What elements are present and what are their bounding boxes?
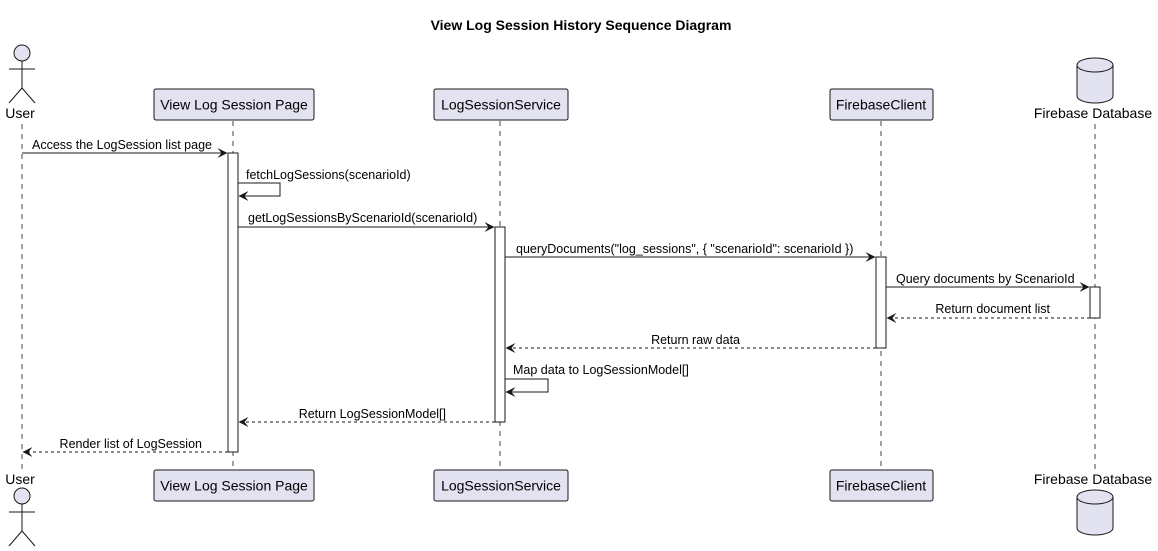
actor-user-bottom: User	[5, 471, 36, 547]
participant-label-client-top: FirebaseClient	[836, 97, 926, 113]
message-label: Return raw data	[651, 333, 740, 347]
message-return-document-list: Return document list	[886, 302, 1090, 323]
actor-leg-left	[8, 87, 23, 104]
activation-client	[875, 256, 887, 349]
actor-head	[13, 487, 31, 505]
message-get-by-scenario: getLogSessionsByScenarioId(scenarioId)	[238, 211, 495, 232]
activation-service	[494, 226, 506, 423]
messages: Access the LogSession list page fetchLog…	[22, 138, 1090, 457]
message-fetch-log-sessions: fetchLogSessions(scenarioId)	[238, 168, 411, 201]
message-label: Return document list	[935, 302, 1050, 316]
participant-box-client-bottom	[829, 469, 934, 502]
actor-leg-left	[8, 530, 23, 547]
participant-box-service-top	[433, 88, 569, 121]
participant-label-service-top: LogSessionService	[441, 97, 561, 113]
participant-label-db-bottom: Firebase Database	[1034, 471, 1153, 487]
message-access-list-page: Access the LogSession list page	[22, 138, 228, 158]
participant-label-db-top: Firebase Database	[1034, 105, 1153, 121]
participant-box-page-top	[153, 88, 315, 121]
message-arrow	[505, 378, 549, 397]
actor-user-top: User	[5, 44, 36, 121]
participant-label-service-bottom: LogSessionService	[441, 478, 561, 494]
database-db-bottom: Firebase Database	[1034, 471, 1153, 536]
participant-box-service-bottom	[433, 469, 569, 502]
actor-leg-right	[21, 530, 36, 547]
message-label: Access the LogSession list page	[32, 138, 212, 152]
database-cylinder-top	[1076, 489, 1114, 505]
actor-leg-right	[21, 87, 36, 104]
activation-db	[1089, 286, 1101, 319]
participant-label-user-bottom: User	[5, 471, 35, 487]
participant-label-page-top: View Log Session Page	[160, 97, 308, 113]
database-db-top: Firebase Database	[1034, 57, 1153, 121]
database-cylinder-body	[1076, 65, 1114, 104]
message-label: Map data to LogSessionModel[]	[513, 363, 689, 377]
message-return-raw-data: Return raw data	[505, 333, 876, 353]
message-return-model: Return LogSessionModel[]	[238, 407, 495, 427]
message-render-list: Render list of LogSession	[22, 437, 228, 457]
message-label: Return LogSessionModel[]	[299, 407, 446, 421]
message-query-by-scenario: Query documents by ScenarioId	[886, 272, 1090, 292]
actor-head	[13, 44, 31, 62]
participant-label-page-bottom: View Log Session Page	[160, 478, 308, 494]
message-label: Query documents by ScenarioId	[896, 272, 1075, 286]
participant-box-page-bottom	[153, 469, 315, 502]
lifelines	[21, 121, 1096, 474]
activation-bars	[227, 152, 1101, 453]
database-cylinder-body	[1076, 497, 1114, 536]
message-arrow	[238, 182, 281, 201]
participant-label-client-bottom: FirebaseClient	[836, 478, 926, 494]
message-query-documents: queryDocuments("log_sessions", { "scenar…	[505, 242, 876, 262]
message-label: Render list of LogSession	[60, 437, 202, 451]
activation-page	[227, 152, 239, 453]
diagram-title: View Log Session History Sequence Diagra…	[431, 17, 732, 33]
participant-box-client-top	[829, 88, 934, 121]
message-label: fetchLogSessions(scenarioId)	[246, 168, 411, 182]
message-label: getLogSessionsByScenarioId(scenarioId)	[248, 211, 477, 225]
participants-bottom: User View Log Session Page LogSessionSer…	[5, 469, 1153, 547]
participant-label-user-top: User	[5, 105, 35, 121]
message-label: queryDocuments("log_sessions", { "scenar…	[516, 242, 853, 256]
database-cylinder-top	[1076, 57, 1114, 73]
participants-top: User View Log Session Page LogSessionSer…	[5, 44, 1153, 121]
message-map-data: Map data to LogSessionModel[]	[505, 363, 689, 397]
